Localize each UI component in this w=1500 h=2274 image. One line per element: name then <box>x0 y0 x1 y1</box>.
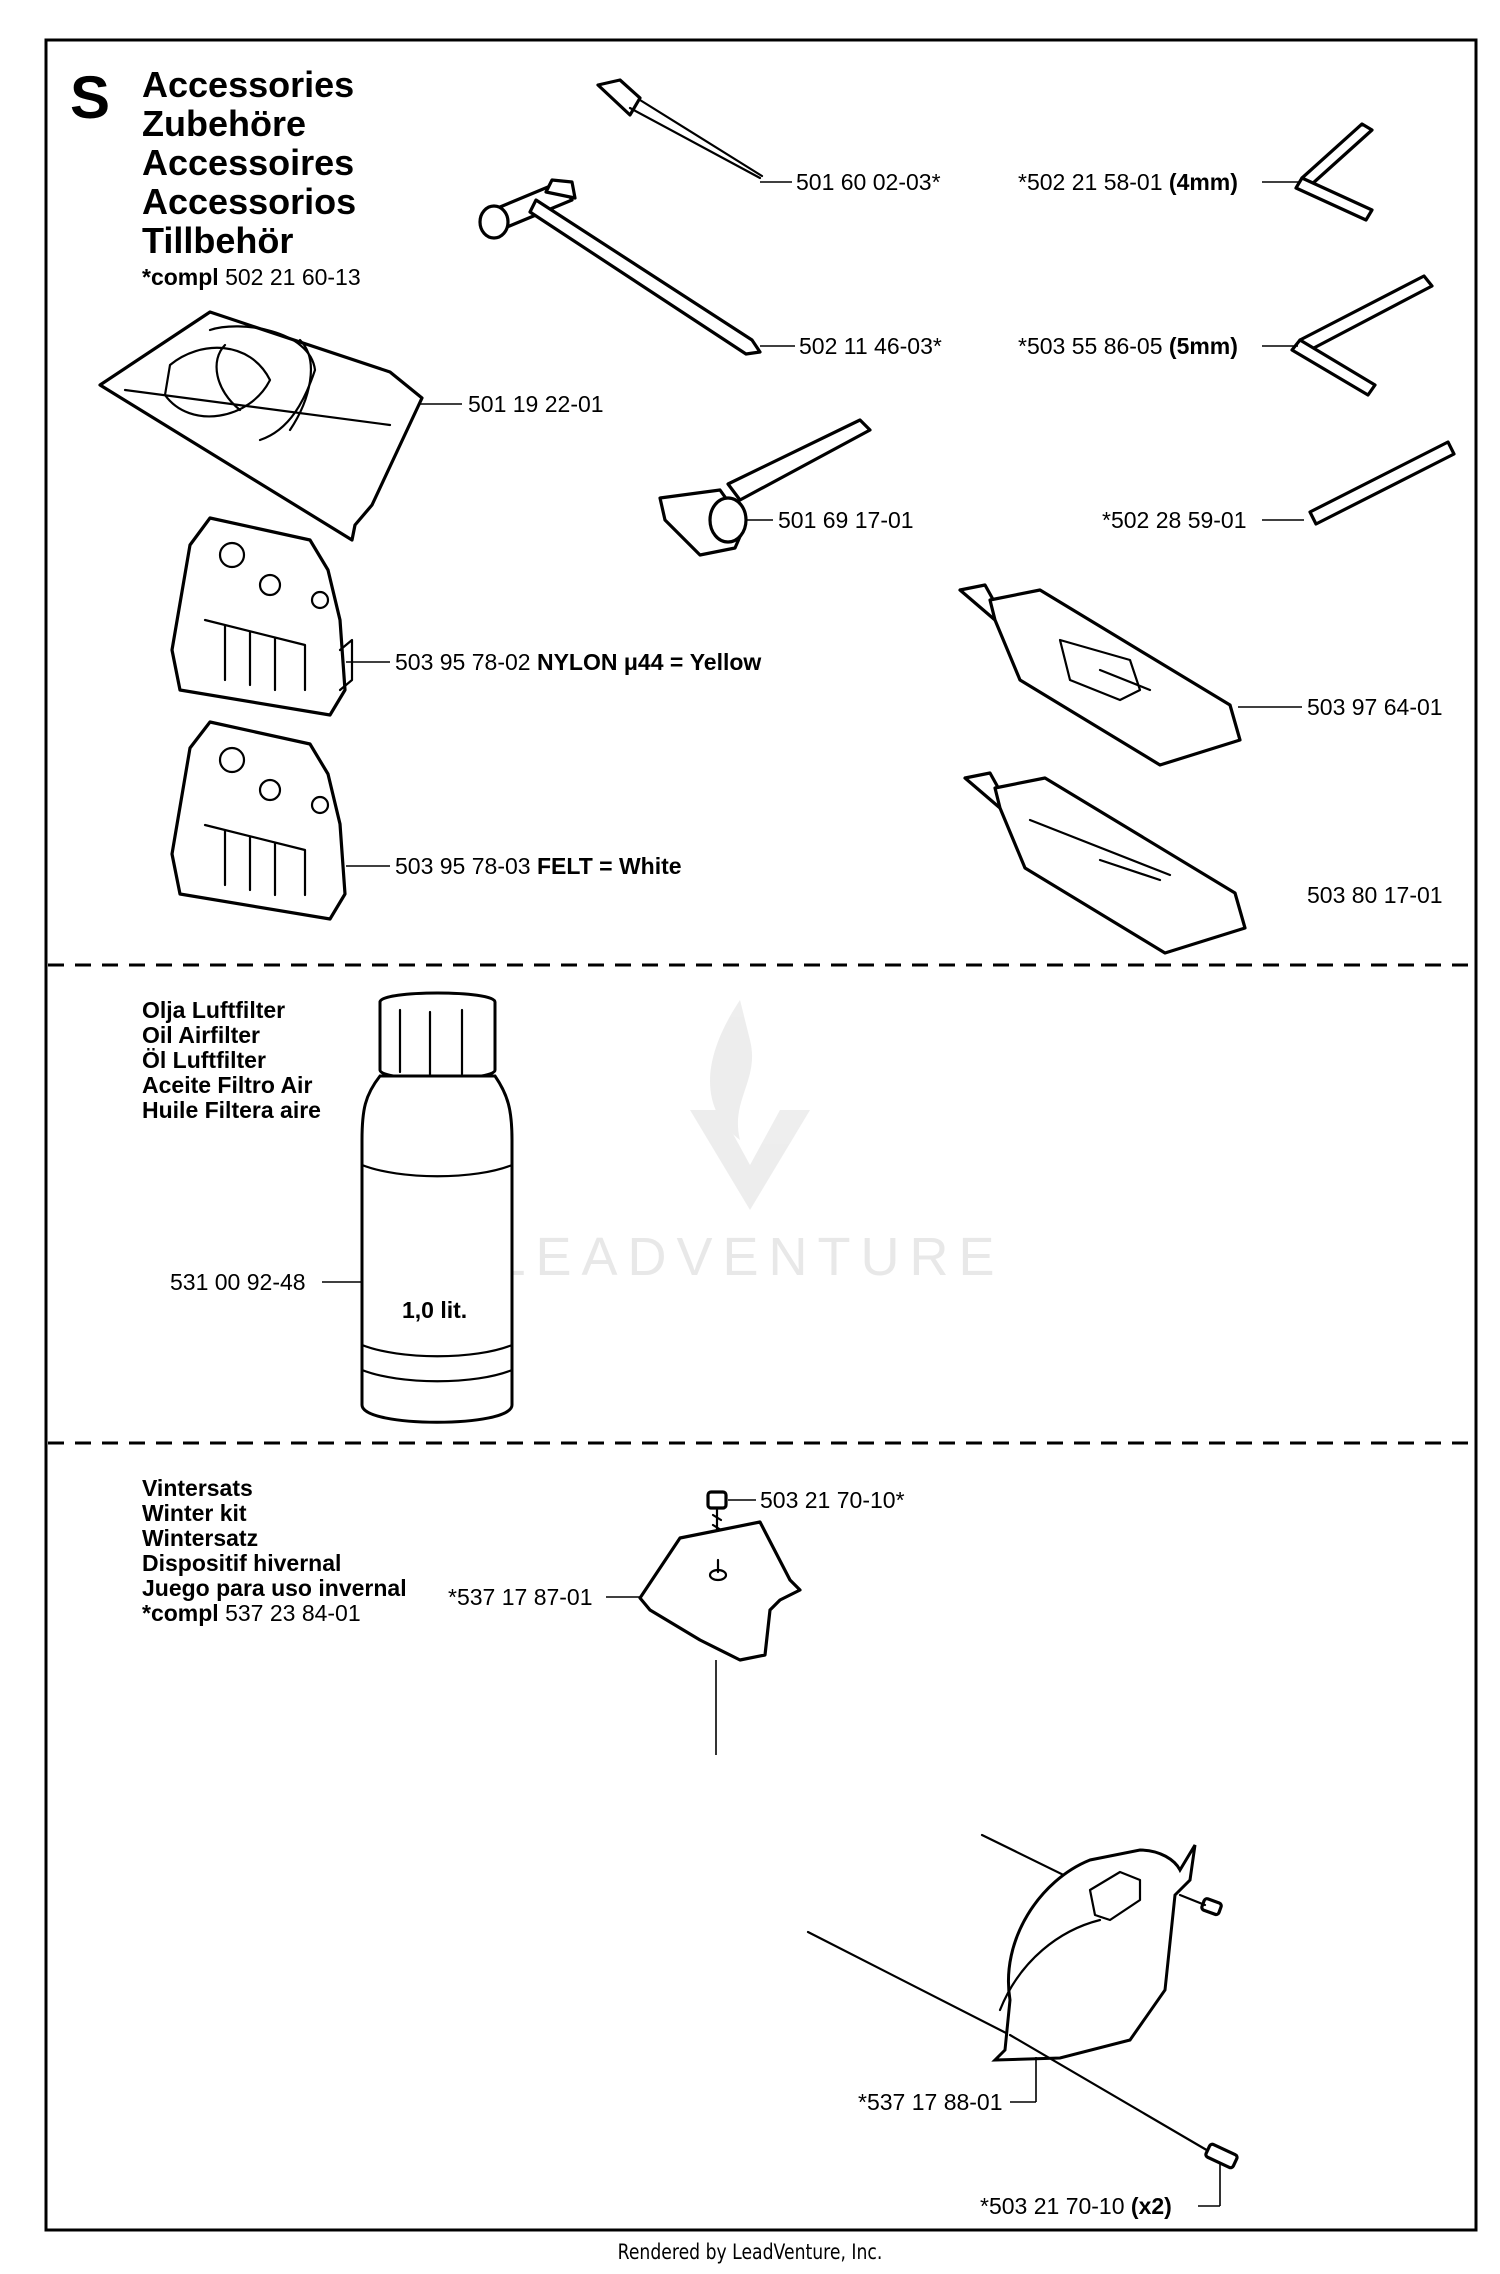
air-filter-felt <box>170 720 347 921</box>
file-handle <box>596 78 764 180</box>
watermark-logo: LEADVENTURE <box>495 1000 1004 1287</box>
socket-wrench <box>658 418 872 557</box>
grease-tube-2 <box>963 771 1247 955</box>
part-bag: 501 19 22-01 <box>468 391 604 417</box>
winter-label-en: Winter kit <box>142 1500 247 1526</box>
part-hex-key-5mm: *503 55 86-05 (5mm) <box>1018 333 1238 359</box>
title-en: Accessories <box>142 64 354 105</box>
oil-bottle <box>360 991 514 1424</box>
t-wrench <box>478 178 762 356</box>
winter-label-fr: Dispositif hivernal <box>142 1550 341 1576</box>
part-socket-wrench: 501 69 17-01 <box>778 507 914 533</box>
part-grease-tube-1: 503 97 64-01 <box>1307 694 1443 720</box>
part-grease-tube-2: 503 80 17-01 <box>1307 882 1443 908</box>
section-letter: S <box>70 64 110 131</box>
part-filter-felt: 503 95 78-03 FELT = White <box>395 853 682 879</box>
part-cover: *537 17 88-01 <box>858 2089 1003 2115</box>
pin <box>1308 440 1456 526</box>
part-t-wrench: 502 11 46-03* <box>799 333 942 359</box>
footer-credit: Rendered by LeadVenture, Inc. <box>617 2240 883 2264</box>
title-fr: Accessoires <box>142 142 354 183</box>
winter-compl-number: *compl 537 23 84-01 <box>142 1600 361 1626</box>
winter-label-sv: Vintersats <box>142 1475 253 1501</box>
hex-key-4mm <box>1294 122 1374 222</box>
part-oil: 531 00 92-48 <box>170 1269 306 1295</box>
compl-number: *compl 502 21 60-13 <box>142 264 361 290</box>
part-file-handle: 501 60 02-03* <box>796 169 941 195</box>
grease-tube-1 <box>958 583 1242 767</box>
title-sv: Tillbehör <box>142 220 293 261</box>
winter-label-es: Juego para uso invernal <box>142 1575 407 1601</box>
oil-label-de: Öl Luftfilter <box>142 1047 266 1073</box>
hex-key-5mm <box>1290 274 1434 397</box>
air-filter-nylon <box>170 516 354 717</box>
part-hex-key-4mm: *502 21 58-01 (4mm) <box>1018 169 1238 195</box>
part-pin: *502 28 59-01 <box>1102 507 1247 533</box>
winter-label-de: Wintersatz <box>142 1525 258 1551</box>
part-screw-bottom: *503 21 70-10 (x2) <box>980 2193 1172 2219</box>
part-plate: *537 17 87-01 <box>448 1584 593 1610</box>
part-filter-nylon: 503 95 78-02 NYLON μ44 = Yellow <box>395 649 761 675</box>
title-es: Accessorios <box>142 181 356 222</box>
oil-label-es: Aceite Filtro Air <box>142 1072 312 1098</box>
oil-volume: 1,0 lit. <box>402 1297 467 1323</box>
title-de: Zubehöre <box>142 103 306 144</box>
oil-label-en: Oil Airfilter <box>142 1022 260 1048</box>
tool-bag <box>98 310 424 542</box>
diagram-frame <box>44 38 1478 2232</box>
watermark-text: LEADVENTURE <box>495 1227 1004 1287</box>
part-screw-top: 503 21 70-10* <box>760 1487 905 1513</box>
winter-cover <box>806 1833 1239 2170</box>
winter-plate <box>638 1520 802 1662</box>
oil-label-fr: Huile Filtera aire <box>142 1097 321 1123</box>
oil-label-sv: Olja Luftfilter <box>142 997 285 1023</box>
